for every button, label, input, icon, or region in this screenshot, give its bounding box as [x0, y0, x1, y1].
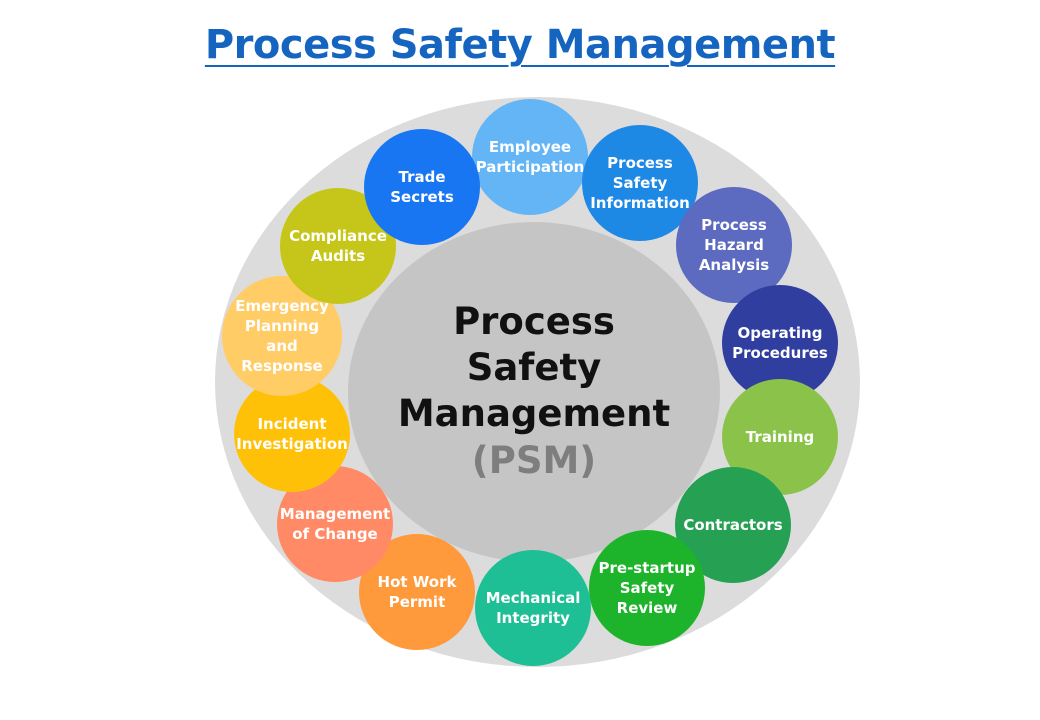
psm-element-label: Mechanical Integrity — [485, 589, 581, 627]
psm-element-process-hazard-analysis: Process Hazard Analysis — [676, 187, 792, 303]
psm-element-label: Emergency Planning and Response — [235, 297, 329, 375]
center-label-line3: Management — [397, 392, 671, 435]
psm-element-label: Operating Procedures — [732, 324, 828, 362]
psm-element-incident-investigation: Incident Investigation — [234, 376, 350, 492]
psm-element-process-safety-information: Process Safety Information — [582, 125, 698, 241]
psm-element-compliance-audits: Compliance Audits — [280, 188, 396, 304]
page-title: Process Safety Management — [204, 22, 836, 68]
center-label-line2: Safety — [466, 346, 602, 389]
center-label-line1: Process — [453, 300, 615, 343]
center-label-abbreviation: (PSM) — [471, 439, 597, 482]
psm-element-label: Contractors — [683, 516, 783, 534]
psm-element-label: Incident Investigation — [236, 415, 348, 453]
psm-element-label: Trade Secrets — [390, 168, 454, 206]
psm-element-label: Pre-startup Safety Review — [598, 559, 696, 617]
psm-element-label: Hot Work Permit — [377, 573, 457, 611]
psm-element-trade-secrets: Trade Secrets — [364, 129, 480, 245]
psm-element-label: Employee Participation — [475, 138, 585, 176]
psm-element-employee-participation: Employee Participation — [472, 99, 588, 215]
center-circle: Process Safety Management (PSM) — [348, 222, 720, 562]
psm-element-label: Management of Change — [279, 505, 391, 543]
psm-element-label: Process Hazard Analysis — [698, 216, 770, 274]
psm-element-mechanical-integrity: Mechanical Integrity — [475, 550, 591, 666]
psm-element-label: Process Safety Information — [590, 154, 690, 212]
psm-element-label: Compliance Audits — [289, 227, 387, 265]
psm-element-pre-startup-safety-review: Pre-startup Safety Review — [589, 530, 705, 646]
psm-element-label: Training — [745, 428, 815, 446]
